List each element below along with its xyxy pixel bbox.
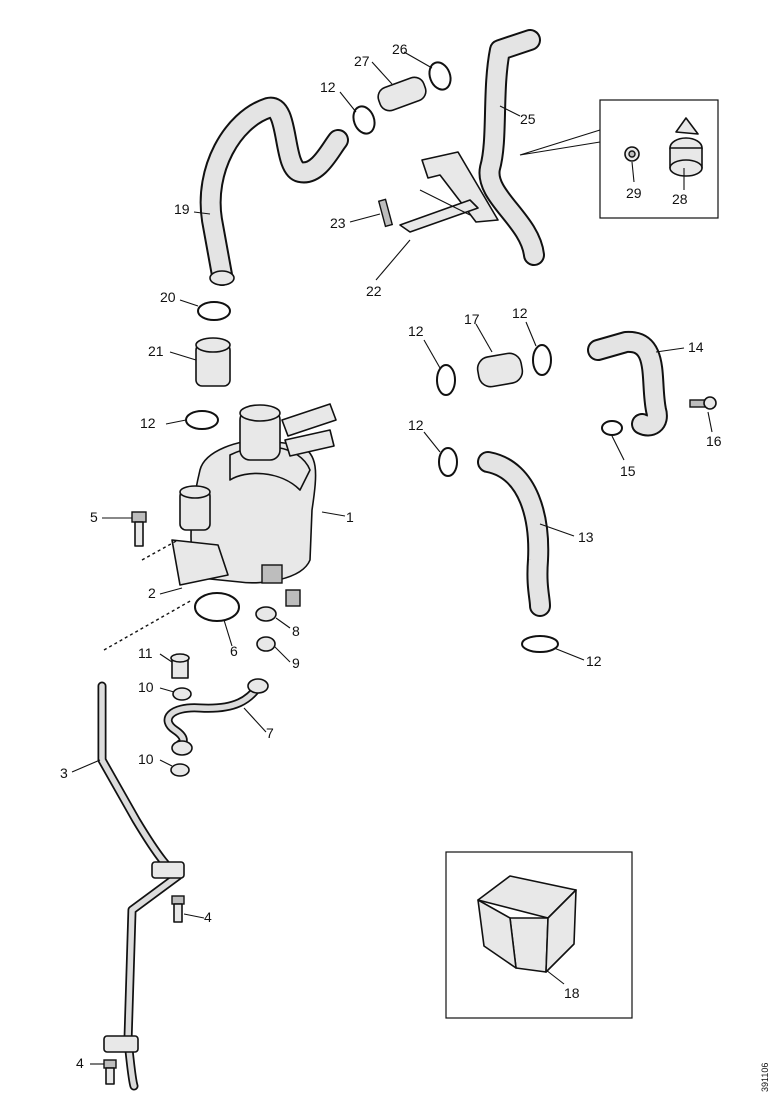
callout-13: 13 (578, 529, 594, 545)
gasket-6 (194, 592, 240, 622)
callout-14: 14 (688, 339, 704, 355)
callout-22: 22 (366, 283, 382, 299)
clamp-12-lower-left (438, 447, 458, 477)
callout-15: 15 (620, 463, 636, 479)
clamp-12-mid-left (436, 364, 456, 396)
callout-23: 23 (330, 215, 346, 231)
callout-4-lower: 4 (76, 1055, 84, 1071)
callout-18: 18 (564, 985, 580, 1001)
connector-27 (377, 76, 427, 112)
callout-7: 7 (266, 725, 274, 741)
pipe-3-bracket-lower (103, 1035, 139, 1053)
callout-2: 2 (148, 585, 156, 601)
callout-12-mid-right: 12 (512, 305, 528, 321)
callout-27: 27 (354, 53, 370, 69)
hose-14 (587, 331, 668, 437)
callout-28: 28 (672, 191, 688, 207)
callout-10-upper: 10 (138, 679, 154, 695)
callout-4-upper: 4 (204, 909, 212, 925)
callout-21: 21 (148, 343, 164, 359)
callout-12-bottom: 12 (586, 653, 602, 669)
bolt-5 (131, 511, 147, 547)
pipe-3-bracket-upper (151, 861, 185, 879)
hose-19-end (209, 270, 235, 286)
callout-11: 11 (138, 645, 153, 661)
bracket-22 (399, 151, 499, 233)
nut-29 (624, 146, 640, 162)
callout-5: 5 (90, 509, 98, 525)
nut-9 (256, 636, 276, 652)
air-pump-1 (171, 403, 337, 607)
clamp-28 (669, 117, 703, 177)
hose-25 (478, 29, 545, 266)
connector-17 (476, 352, 524, 388)
cover-18 (477, 875, 577, 973)
hose-13 (477, 451, 551, 617)
washer-10-upper (172, 687, 192, 701)
callout-12-lower-left: 12 (408, 417, 424, 433)
fitting-11 (170, 653, 190, 679)
callout-26: 26 (392, 41, 408, 57)
clamp-12-mid-right (532, 344, 552, 376)
pipe-3 (97, 681, 183, 1091)
inset-frame-bottom (445, 851, 633, 1019)
callout-1: 1 (346, 509, 354, 525)
callout-20: 20 (160, 289, 176, 305)
clamp-12-bottom (521, 635, 559, 653)
callout-12-pump: 12 (140, 415, 156, 431)
callout-12-top: 12 (320, 79, 336, 95)
callout-9: 9 (292, 655, 300, 671)
callout-12-mid-left: 12 (408, 323, 424, 339)
washer-8 (255, 606, 277, 622)
hose-19 (199, 96, 349, 286)
inset-frame-top (599, 99, 719, 219)
callout-29: 29 (626, 185, 642, 201)
bolt-4-upper (171, 895, 185, 923)
sleeve-21 (195, 337, 231, 387)
clamp-12-top (352, 105, 376, 135)
bolt-23 (377, 198, 394, 228)
callout-19: 19 (174, 201, 190, 217)
washer-10-lower (170, 763, 190, 777)
drawing-number: 391106 (760, 1063, 770, 1092)
callout-10-lower: 10 (138, 751, 154, 767)
callout-25: 25 (520, 111, 536, 127)
bolt-4-lower (103, 1059, 117, 1085)
ring-20 (197, 301, 231, 321)
ring-15 (601, 420, 623, 436)
callout-3: 3 (60, 765, 68, 781)
clamp-12-pump (185, 410, 219, 430)
callout-6: 6 (230, 643, 238, 659)
callout-8: 8 (292, 623, 300, 639)
callout-17: 17 (464, 311, 480, 327)
callout-16: 16 (706, 433, 722, 449)
clamp-26 (428, 61, 452, 91)
bolt-16 (689, 396, 717, 410)
